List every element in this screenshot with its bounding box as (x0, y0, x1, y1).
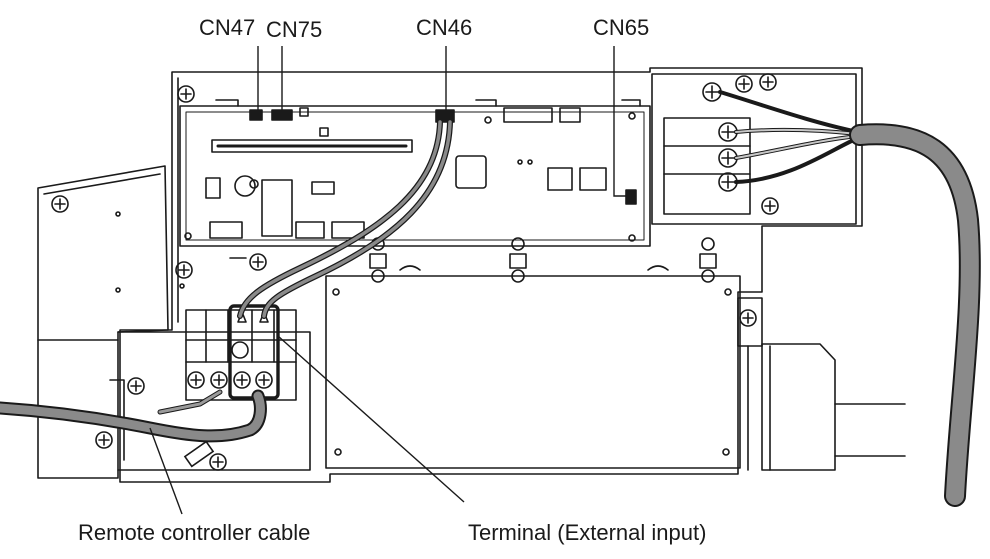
remote-cable-leader (149, 427, 183, 515)
cn47-header (249, 109, 263, 121)
remote-controller-cable-label: Remote controller cable (78, 520, 311, 545)
cn65-label: CN65 (593, 15, 650, 40)
cn46-header (435, 109, 455, 123)
power-wires (718, 90, 860, 184)
terminal-leader (277, 335, 465, 503)
cn46-wires (237, 119, 453, 319)
right-mount (737, 297, 906, 471)
cn47-label: CN47 (199, 15, 256, 40)
lower-plate (229, 237, 741, 469)
leader-lines (149, 46, 626, 515)
power-cable (849, 123, 981, 507)
cn65-leader (613, 46, 626, 197)
cn65-header (625, 189, 637, 205)
pcb-board (179, 99, 651, 247)
cn75-header (271, 109, 293, 121)
cn46-label: CN46 (416, 15, 473, 40)
cn75-label: CN75 (266, 17, 323, 42)
cover-plate (95, 331, 311, 471)
power-terminal-box (651, 73, 857, 225)
remote-controller-cable (0, 389, 267, 468)
terminal-block (185, 304, 297, 401)
terminal-external-input-label: Terminal (External input) (468, 520, 707, 545)
